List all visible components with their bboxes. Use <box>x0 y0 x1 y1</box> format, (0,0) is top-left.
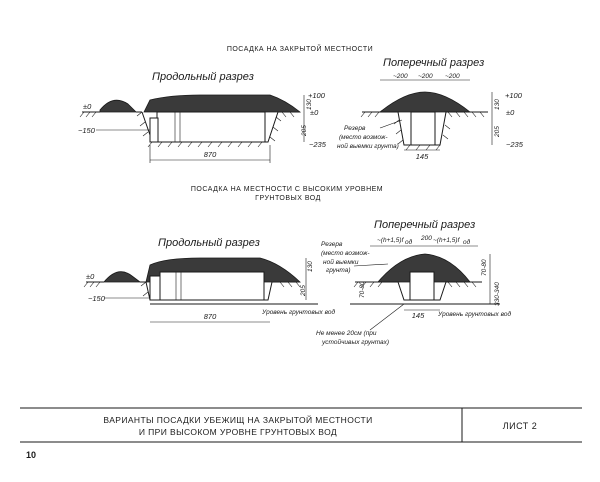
section2-transverse: Поперечный разрез Резерв (место возмож- … <box>316 219 511 346</box>
dim-70-80-left: 70-80 <box>359 281 366 298</box>
dim-200-b: ~200 <box>418 73 433 80</box>
reserve-leader <box>353 263 389 267</box>
title-block-line1: ВАРИАНТЫ ПОСАДКИ УБЕЖИЩ НА ЗАКРЫТОЙ МЕСТ… <box>103 414 372 425</box>
section1-longitudinal: Продольный разрез ±0 −150 +100 130 ±0 20… <box>78 71 327 163</box>
groundwater-label-right: Уровень грунтовых вод <box>437 310 511 318</box>
transverse-earth-mound <box>378 91 472 113</box>
level-minus150: −150 <box>78 126 96 135</box>
page-number: 10 <box>26 450 36 460</box>
section1-transverse-label: Поперечный разрез <box>383 57 484 69</box>
groundwater-label-left: Уровень грунтовых вод <box>261 308 335 316</box>
dim-205: 205 <box>301 125 308 137</box>
transverse-hatching <box>353 281 477 288</box>
dim-145: 145 <box>412 311 425 320</box>
reserve-note-line2: (место возмож- <box>321 250 370 257</box>
note-line1: Не менее 20см (при <box>316 330 377 337</box>
section1-transverse: Поперечный разрез ~200 ~200 ~200 +100 13… <box>337 57 524 161</box>
reserve-note-line2: (место возмож- <box>339 134 388 141</box>
transverse-shelter <box>409 271 435 301</box>
dim-70-80-right: 70-80 <box>481 259 488 276</box>
dim-330-340: 330-340 <box>494 282 501 306</box>
dim-145: 145 <box>416 152 429 161</box>
dim-200-c: ~200 <box>445 73 460 80</box>
section1-title: ПОСАДКА НА ЗАКРЫТОЙ МЕСТНОСТИ <box>227 44 373 53</box>
dim-200-a: ~200 <box>393 73 408 80</box>
dim-130: 130 <box>306 99 313 110</box>
reserve-note-line3: ной выемки грунта) <box>337 142 399 150</box>
dim-h-right-sub: од <box>463 238 471 246</box>
shelter-body <box>159 271 265 301</box>
shelter-body <box>156 111 266 143</box>
level-minus150: −150 <box>88 294 106 303</box>
section2-title-line2: ГРУНТОВЫХ ВОД <box>255 195 321 202</box>
shelter-entrance <box>149 117 159 143</box>
level-plus100: +100 <box>505 91 523 100</box>
section2-title-line1: ПОСАДКА НА МЕСТНОСТИ С ВЫСОКИМ УРОВНЕМ <box>191 186 383 193</box>
dim-205: 205 <box>300 285 307 297</box>
note-leader <box>369 303 405 331</box>
note-line2: устойчивых грунтах) <box>321 338 389 346</box>
ground-hatching <box>83 281 301 297</box>
level-minus235: −235 <box>506 140 524 149</box>
dim-205: 205 <box>494 126 501 138</box>
sheet-number: ЛИСТ 2 <box>503 421 538 431</box>
title-block: ВАРИАНТЫ ПОСАДКИ УБЕЖИЩ НА ЗАКРЫТОЙ МЕСТ… <box>20 407 582 460</box>
reserve-leader <box>379 119 403 129</box>
transverse-earth-mound <box>377 253 471 283</box>
dim-130: 130 <box>307 261 314 272</box>
ground-hatching <box>79 111 295 148</box>
level-plus100: +100 <box>308 91 326 100</box>
transverse-shelter <box>410 111 436 146</box>
level-zero: ±0 <box>86 272 95 281</box>
title-block-line2: И ПРИ ВЫСОКОМ УРОВНЕ ГРУНТОВЫХ ВОД <box>139 427 337 437</box>
level-zero: ±0 <box>83 102 92 111</box>
level-minus235: −235 <box>309 140 327 149</box>
reserve-note-line3: ной выемки <box>323 258 359 266</box>
dim-h-left: ~(h+1,5)f <box>377 237 405 244</box>
section2-transverse-label: Поперечный разрез <box>374 219 475 231</box>
dim-h-left-sub: од <box>405 238 413 246</box>
dim-200: 200 <box>420 235 432 242</box>
section2-longitudinal: Продольный разрез ±0 −150 130 205 Уровен… <box>83 237 335 323</box>
earth-cover-mound <box>143 94 302 113</box>
entrance-mound <box>103 271 142 283</box>
shelter-entrance <box>149 275 161 301</box>
level-zero-right: ±0 <box>310 108 319 117</box>
reserve-note-line1: Резерв <box>321 241 343 248</box>
section2-longitudinal-label: Продольный разрез <box>158 237 260 249</box>
dim-870: 870 <box>204 312 217 321</box>
dim-h-right: ~(h+1,5)f <box>433 237 461 244</box>
section1-longitudinal-label: Продольный разрез <box>152 71 254 83</box>
reserve-note-line4: грунта) <box>326 267 351 274</box>
reserve-note-line1: Резерв <box>344 125 366 132</box>
dim-870: 870 <box>204 150 217 159</box>
entrance-mound <box>99 99 137 113</box>
dim-130: 130 <box>494 99 501 110</box>
level-zero: ±0 <box>506 108 515 117</box>
